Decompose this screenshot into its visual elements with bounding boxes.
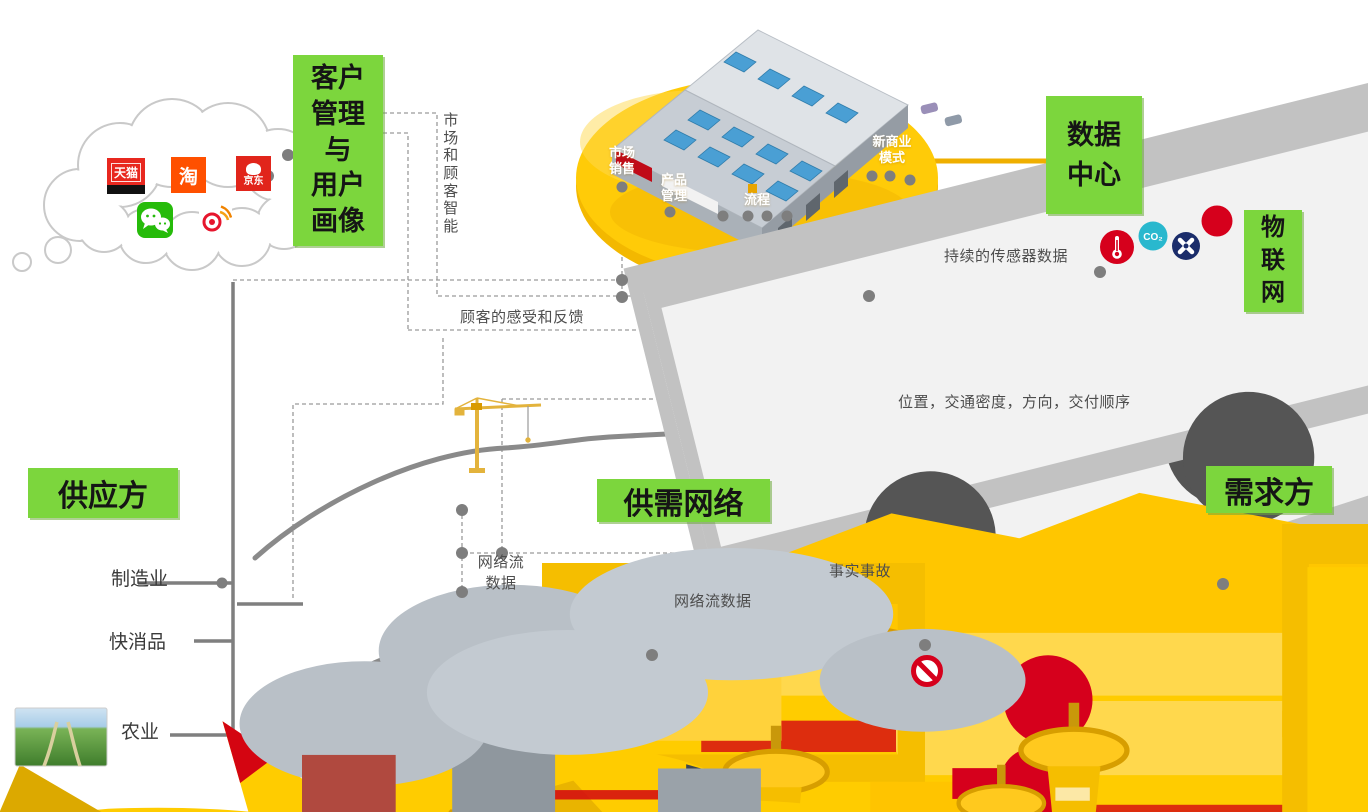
customer-management-box: 客户 管理 与 用户 画像 bbox=[293, 55, 383, 246]
forklift bbox=[748, 184, 757, 193]
field-track bbox=[66, 721, 82, 767]
tmall-cat-strip bbox=[107, 185, 145, 194]
network-flow-data-label-2: 网络流数据 bbox=[674, 593, 752, 610]
wechat-app-icon bbox=[137, 202, 173, 238]
prohibition-sign bbox=[911, 655, 943, 687]
svg-text:CO₂: CO₂ bbox=[1143, 232, 1162, 243]
market-customer-intel-label: 市 场 和 顾 客 智 能 bbox=[443, 112, 459, 236]
platform-label-process: 流程 bbox=[743, 192, 770, 207]
tmall-app-icon: 天猫 bbox=[107, 158, 145, 194]
tmall-label: 天猫 bbox=[110, 163, 141, 182]
platform-label-product-mgmt: 产品 管理 bbox=[660, 172, 687, 204]
fan-sensor-icon bbox=[1172, 232, 1200, 260]
jd-label: 京东 bbox=[243, 176, 264, 187]
temperature-sensor-icon bbox=[1100, 230, 1134, 264]
junction-dots bbox=[216, 149, 1229, 661]
construction-crane bbox=[454, 397, 542, 473]
iot-sensor-icons: CO₂ bbox=[1100, 205, 1233, 264]
field-track bbox=[42, 721, 59, 767]
wechat-bubbles-icon bbox=[141, 208, 170, 233]
demand-side-box: 需求方 bbox=[1206, 466, 1332, 513]
incidents-label: 事实事故 bbox=[829, 563, 892, 580]
sensor-data-label: 持续的传感器数据 bbox=[944, 248, 1069, 265]
platform-label-market-sales: 市场 销售 bbox=[608, 145, 635, 177]
supply-item-fmcg: 快消品 bbox=[109, 632, 167, 653]
warehouse-red-sign bbox=[616, 150, 652, 182]
tiny-car bbox=[944, 114, 963, 127]
weibo-app-icon bbox=[199, 203, 232, 234]
jd-app-icon: 京东 bbox=[236, 156, 271, 191]
supply-tree-lines bbox=[138, 282, 303, 737]
network-flow-data-label: 网络流 数据 bbox=[477, 554, 525, 592]
iot-box: 物 联 网 bbox=[1244, 210, 1302, 312]
warehouse-building bbox=[611, 23, 1368, 812]
taobao-label: 淘 bbox=[178, 166, 198, 188]
supply-item-manufacturing: 制造业 bbox=[111, 569, 169, 590]
weibo-eye-icon bbox=[202, 205, 232, 232]
customer-feedback-label: 顾客的感受和反馈 bbox=[460, 309, 585, 326]
supply-demand-network-box: 供需网络 bbox=[597, 479, 770, 522]
platform-label-new-business: 新商业 模式 bbox=[872, 134, 912, 166]
taobao-app-icon: 淘 bbox=[171, 157, 206, 193]
sensor-dot-icon bbox=[1201, 205, 1233, 237]
data-center-box: 数据 中心 bbox=[1046, 96, 1142, 214]
co2-sensor-icon: CO₂ bbox=[1138, 221, 1168, 251]
jd-dog-icon bbox=[246, 163, 261, 175]
location-traffic-label: 位置，交通密度，方向，交付顺序 bbox=[898, 394, 1131, 411]
supply-item-agriculture: 农业 bbox=[121, 722, 160, 743]
agriculture-field-photo bbox=[14, 707, 108, 767]
supply-side-box: 供应方 bbox=[28, 468, 178, 518]
tiny-car bbox=[920, 102, 939, 115]
